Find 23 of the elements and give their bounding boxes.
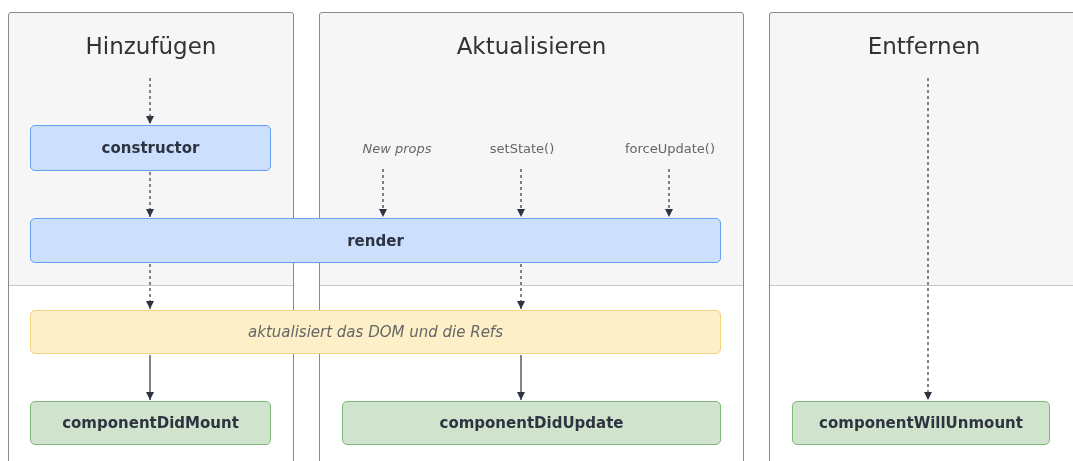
arrow (664, 168, 674, 218)
arrow (145, 354, 155, 401)
lifecycle-box: constructor (30, 125, 271, 171)
lifecycle-box: render (30, 218, 721, 263)
column-panel (769, 12, 1073, 461)
lifecycle-box: componentDidUpdate (342, 401, 721, 445)
lifecycle-box: componentWillUnmount (792, 401, 1050, 445)
arrow (516, 354, 526, 401)
arrow (145, 171, 155, 218)
arrow (516, 168, 526, 218)
arrow (378, 168, 388, 218)
lifecycle-box: componentDidMount (30, 401, 271, 445)
arrow (923, 77, 933, 401)
column-title: Aktualisieren (455, 33, 608, 59)
arrow (516, 263, 526, 310)
arrow (145, 263, 155, 310)
trigger-label: setState() (489, 141, 555, 156)
process-box: aktualisiert das DOM und die Refs (30, 310, 721, 354)
arrow (145, 77, 155, 125)
column-title: Hinzufügen (84, 33, 218, 59)
trigger-label: New props (362, 141, 432, 156)
column-title: Entfernen (866, 33, 982, 59)
trigger-label: forceUpdate() (625, 141, 715, 156)
